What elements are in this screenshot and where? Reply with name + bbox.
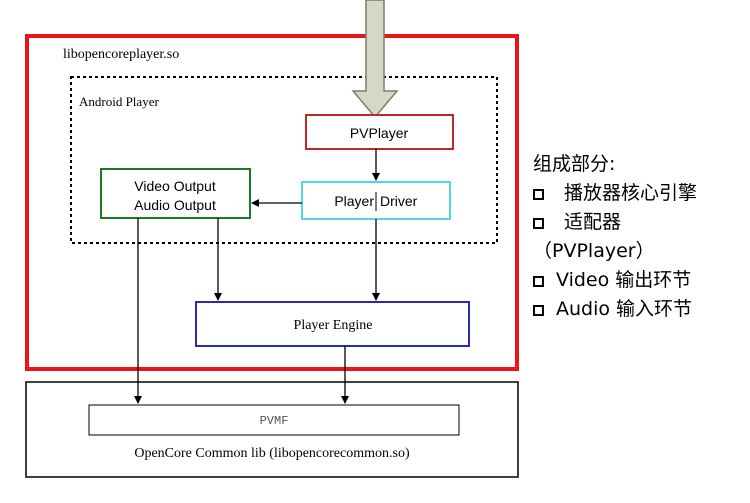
legend-item-text: 适配器	[564, 211, 622, 233]
player-driver-label-right: Driver	[380, 193, 418, 209]
components-legend: 组成部分: 播放器核心引擎 适配器 （PVPlayer） Video 输出环节 …	[533, 150, 748, 324]
legend-item: 播放器核心引擎	[533, 179, 748, 208]
video-output-label: Video Output	[134, 178, 216, 194]
legend-item: 适配器	[533, 208, 748, 237]
checkbox-icon	[533, 305, 544, 316]
opencore-common-label: OpenCore Common lib (libopencorecommon.s…	[134, 446, 410, 461]
player-engine-label: Player Engine	[294, 318, 373, 333]
legend-item-text: Audio 输入环节	[556, 298, 693, 320]
legend-item-continuation: （PVPlayer）	[533, 237, 748, 266]
checkbox-icon	[533, 218, 544, 229]
legend-item-text: （PVPlayer）	[533, 240, 655, 262]
player-engine-box	[195, 301, 470, 347]
checkbox-icon	[533, 189, 544, 200]
opencore-common-box	[25, 381, 519, 478]
audio-output-label: Audio Output	[134, 197, 216, 213]
legend-item-text: 播放器核心引擎	[564, 182, 698, 204]
pvmf-box	[88, 404, 460, 436]
input-arrow	[351, 0, 399, 119]
libopencoreplayer-label: libopencoreplayer.so	[63, 47, 179, 62]
pvmf-label: PVMF	[260, 414, 289, 428]
android-player-label: Android Player	[79, 94, 159, 109]
checkbox-icon	[533, 276, 544, 287]
video-audio-output-box	[100, 168, 251, 219]
pvplayer-box	[305, 114, 454, 150]
player-driver-label-left: Player	[334, 193, 374, 209]
legend-item: Audio 输入环节	[533, 295, 748, 324]
libopencoreplayer-box	[25, 34, 519, 371]
legend-title: 组成部分:	[533, 153, 616, 175]
android-player-box	[70, 76, 498, 244]
pvplayer-label: PVPlayer	[350, 125, 409, 141]
legend-item: Video 输出环节	[533, 266, 748, 295]
legend-item-text: Video 输出环节	[556, 269, 692, 291]
